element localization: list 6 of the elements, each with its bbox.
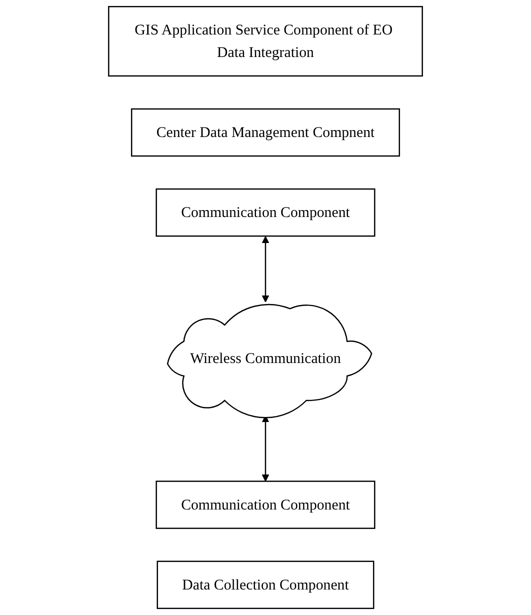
node-box: GIS Application Service Component of EO Data Integration [108, 6, 423, 77]
node-box: Center Data Management Compnent [130, 108, 400, 157]
node-box: Data Collection Component [156, 560, 374, 610]
node-box: Communication Component [156, 188, 376, 237]
node-box: Communication Component [156, 480, 376, 529]
arrow [262, 236, 270, 302]
